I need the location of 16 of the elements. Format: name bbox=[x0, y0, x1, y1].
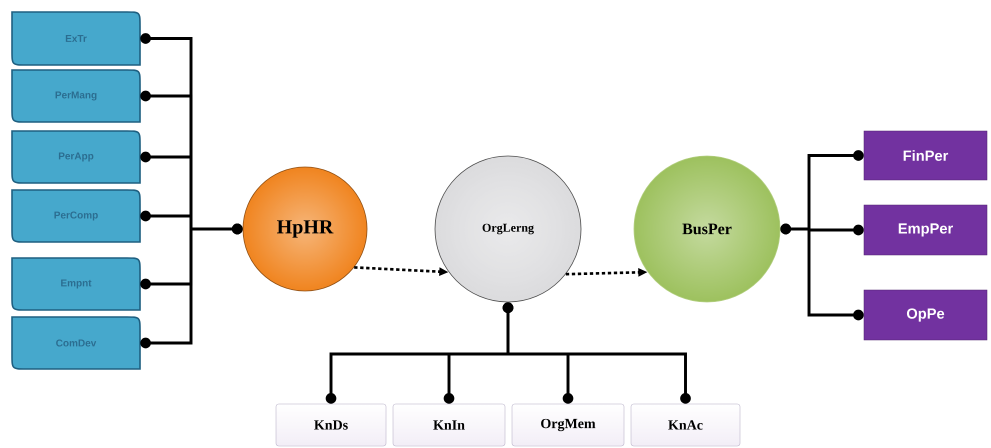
tab-box: ComDev bbox=[11, 316, 141, 370]
connector-line bbox=[140, 224, 243, 348]
tab-box: Empnt bbox=[11, 257, 141, 311]
result-box: EmpPer bbox=[864, 204, 988, 256]
tab-box: ExTr bbox=[11, 11, 141, 66]
connector-line bbox=[502, 302, 691, 404]
process-box: KnAc bbox=[630, 404, 740, 446]
tab-box: PerMang bbox=[11, 69, 141, 123]
tab-box: PerApp bbox=[11, 130, 141, 184]
process-box: KnDs bbox=[276, 404, 386, 446]
result-box: FinPer bbox=[864, 130, 988, 180]
result-box: OpPe bbox=[864, 290, 988, 340]
process-box: OrgMem bbox=[512, 404, 624, 446]
connector-line bbox=[780, 224, 864, 320]
process-box: KnIn bbox=[392, 404, 506, 446]
tab-box: PerComp bbox=[11, 189, 141, 243]
